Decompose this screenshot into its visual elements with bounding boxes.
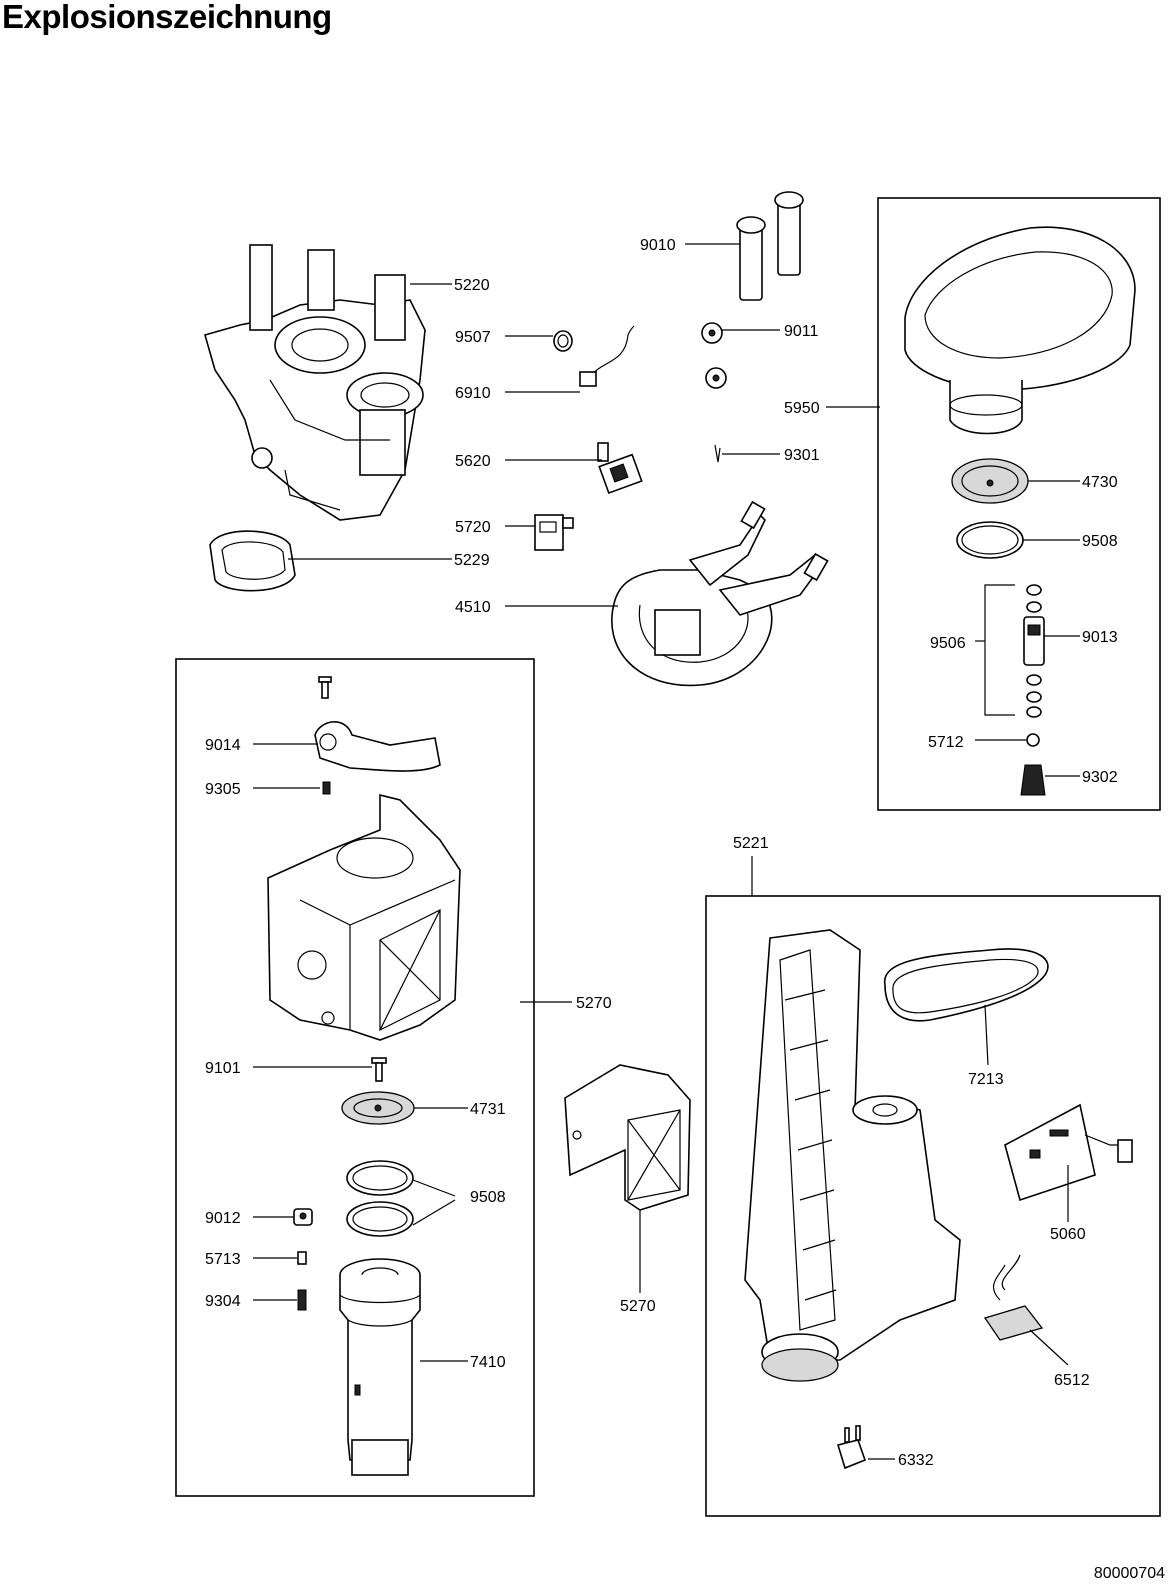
part-5713-valve-pin	[297, 1251, 307, 1265]
label-9302: 9302	[1082, 769, 1118, 786]
label-7213: 7213	[968, 1071, 1004, 1088]
label-9013: 9013	[1082, 629, 1118, 646]
label-5720: 5720	[455, 519, 491, 536]
part-5221-drive-unit	[744, 929, 961, 1382]
label-9508-top: 9508	[1082, 533, 1118, 550]
page-title: Explosionszeichnung	[2, 0, 332, 35]
label-9301: 9301	[784, 447, 820, 464]
bracket-9506	[984, 584, 1015, 716]
label-5950: 5950	[784, 400, 820, 417]
label-6512: 6512	[1054, 1372, 1090, 1389]
label-5712: 5712	[928, 734, 964, 751]
part-9305-spring-small	[322, 781, 331, 795]
part-9010-pistons	[736, 191, 804, 301]
part-5620-switch	[597, 442, 643, 494]
part-5229-seal	[209, 530, 296, 592]
label-9101: 9101	[205, 1060, 241, 1077]
part-6332-clip	[836, 1425, 867, 1470]
label-9507: 9507	[455, 329, 491, 346]
part-5270-bracket	[564, 1064, 691, 1211]
part-4730-sieve	[951, 458, 1029, 504]
label-9011: 9011	[784, 323, 819, 340]
part-4731-sieve	[341, 1091, 415, 1125]
part-9304-spring	[297, 1289, 307, 1311]
part-9508-o-rings-bottom	[346, 1160, 414, 1237]
part-5270-brew-unit	[267, 793, 461, 1041]
label-5221: 5221	[733, 835, 769, 852]
part-9507-o-ring	[553, 330, 573, 352]
label-5620: 5620	[455, 453, 491, 470]
label-9014: 9014	[205, 737, 241, 754]
part-6910-sensor	[579, 325, 635, 387]
label-4731: 4731	[470, 1101, 506, 1118]
label-9305: 9305	[205, 781, 241, 798]
label-5229: 5229	[454, 552, 490, 569]
part-5712-ball	[1026, 733, 1040, 747]
label-9012: 9012	[205, 1210, 241, 1227]
label-9010: 9010	[640, 237, 676, 254]
label-5060: 5060	[1050, 1226, 1086, 1243]
part-9012-nut	[293, 1208, 313, 1226]
part-9014-lever	[314, 721, 441, 772]
label-9508-bottom: 9508	[470, 1189, 506, 1206]
assembly-box-5221	[705, 895, 1161, 1517]
label-4510: 4510	[455, 599, 491, 616]
assembly-box-5950	[877, 197, 1161, 811]
label-5713: 5713	[205, 1251, 241, 1268]
label-6910: 6910	[455, 385, 491, 402]
screw-top	[318, 676, 332, 699]
part-9302-spring	[1020, 764, 1046, 796]
part-9101-screw	[371, 1057, 387, 1082]
label-5220: 5220	[454, 277, 490, 294]
part-7410-piston	[339, 1258, 421, 1476]
label-9506: 9506	[930, 635, 966, 652]
label-7410: 7410	[470, 1354, 506, 1371]
label-9304: 9304	[205, 1293, 241, 1310]
part-6512-sensor-pad	[983, 1254, 1044, 1341]
part-5220-housing	[204, 244, 426, 521]
part-7213-belt	[884, 948, 1049, 1022]
label-5270-bracket: 5270	[620, 1298, 656, 1315]
part-5950-brew-chamber	[904, 226, 1136, 435]
label-5270-box: 5270	[576, 995, 612, 1012]
part-9301-clip	[714, 444, 721, 463]
part-5060-circuit-board	[1004, 1103, 1133, 1202]
label-6332: 6332	[898, 1452, 934, 1469]
part-9508-o-ring-top	[956, 521, 1024, 559]
assembly-box-5270	[175, 658, 535, 1497]
label-4730: 4730	[1082, 474, 1118, 491]
part-5720-valve	[534, 514, 574, 551]
document-number: 80000704	[1093, 1565, 1165, 1582]
part-9011-gears	[701, 322, 727, 389]
part-4510-heater	[611, 500, 829, 687]
part-9506-kit	[1023, 584, 1045, 718]
